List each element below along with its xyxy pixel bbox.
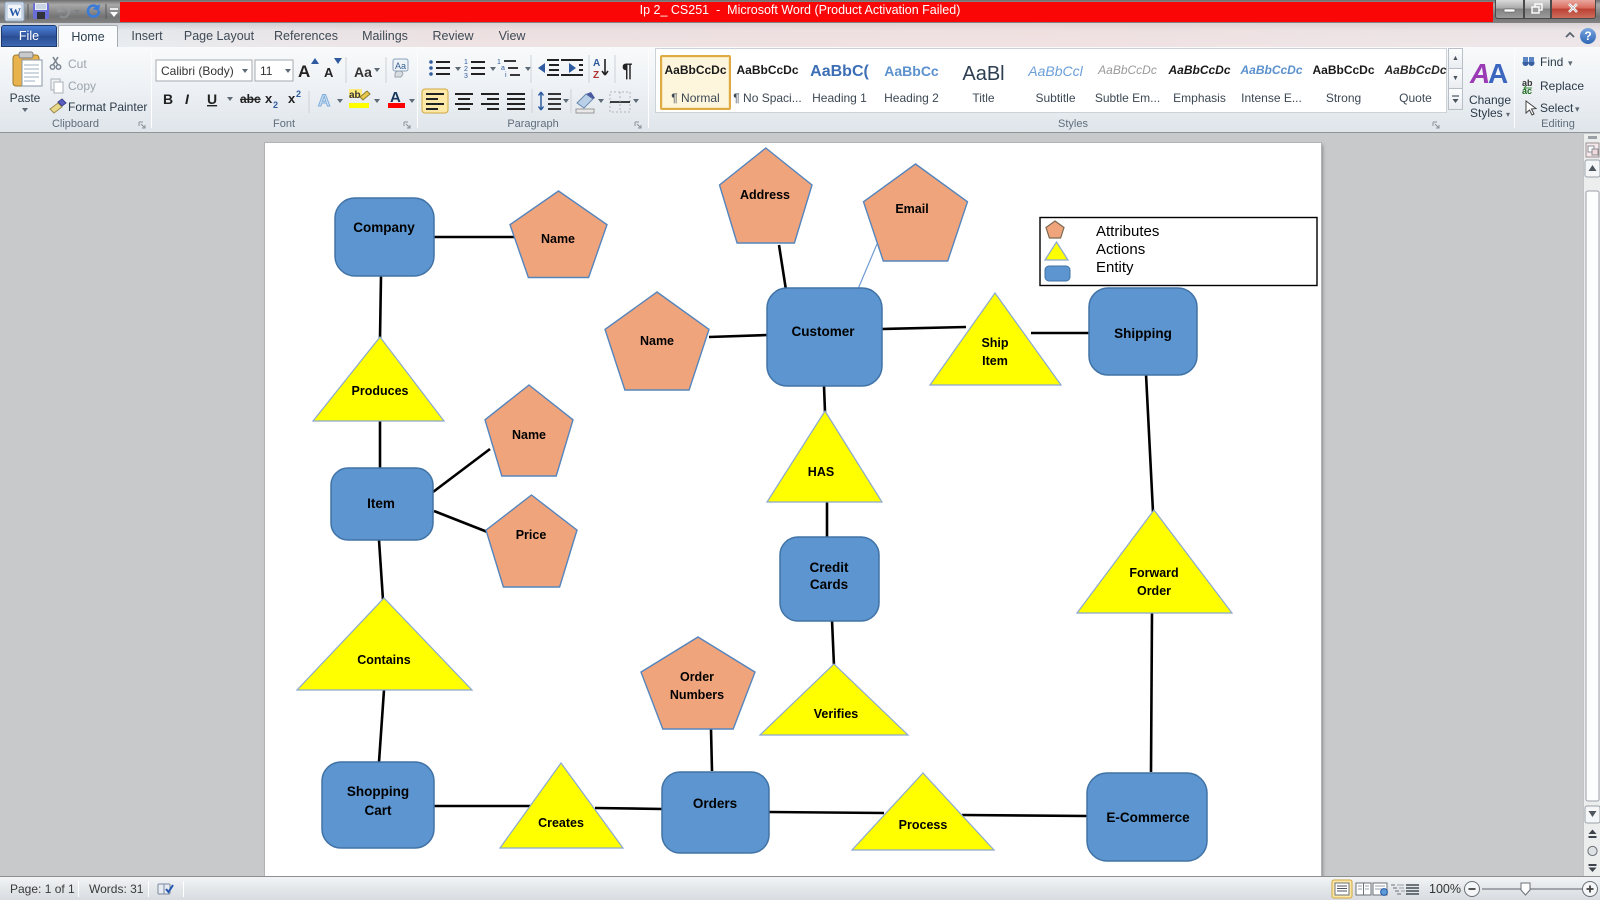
svg-text:E-Commerce: E-Commerce [1106, 810, 1190, 825]
svg-text:Shopping: Shopping [347, 784, 409, 799]
svg-text:A: A [1469, 58, 1490, 89]
svg-text:Item: Item [982, 354, 1008, 368]
svg-text:Email: Email [895, 202, 928, 216]
svg-text:Numbers: Numbers [670, 688, 724, 702]
svg-text:Contains: Contains [357, 653, 411, 667]
svg-text:Forward: Forward [1129, 566, 1178, 580]
svg-text:Attributes: Attributes [1096, 223, 1159, 240]
svg-text:Creates: Creates [538, 816, 584, 830]
svg-text:Shipping: Shipping [1114, 326, 1172, 341]
svg-text:Address: Address [740, 188, 790, 202]
svg-text:Select: Select [1540, 101, 1574, 115]
svg-text:2: 2 [464, 66, 468, 73]
svg-text:Copy: Copy [68, 79, 96, 93]
svg-text:3: 3 [464, 73, 468, 80]
svg-text:1: 1 [464, 59, 468, 66]
svg-text:ac: ac [1522, 86, 1532, 96]
svg-text:Paste: Paste [10, 91, 41, 105]
svg-text:i: i [505, 72, 507, 79]
svg-text:▾: ▾ [1568, 58, 1573, 68]
svg-text:Actions: Actions [1096, 241, 1145, 258]
svg-text:1: 1 [497, 59, 501, 66]
svg-text:Cards: Cards [810, 577, 848, 592]
svg-text:Aa: Aa [354, 64, 372, 80]
svg-text:Cart: Cart [364, 803, 392, 818]
svg-text:Name: Name [541, 232, 575, 246]
svg-text:Replace: Replace [1540, 79, 1584, 93]
svg-text:2: 2 [273, 100, 278, 110]
svg-text:Customer: Customer [791, 324, 855, 339]
svg-text:Produces: Produces [352, 384, 409, 398]
svg-text:Order: Order [1137, 584, 1171, 598]
svg-text:Ship: Ship [981, 336, 1008, 350]
svg-text:Orders: Orders [693, 796, 737, 811]
svg-text:Process: Process [899, 818, 948, 832]
svg-text:Entity: Entity [1096, 259, 1134, 276]
svg-text:x: x [288, 91, 296, 106]
svg-text:Calibri (Body): Calibri (Body) [161, 64, 234, 78]
svg-text:U: U [207, 91, 217, 107]
svg-text:a: a [501, 65, 505, 72]
svg-text:A: A [390, 89, 401, 106]
svg-text:¶: ¶ [622, 61, 633, 82]
svg-text:Z: Z [593, 70, 599, 81]
svg-text:Name: Name [512, 428, 546, 442]
svg-text:ab: ab [349, 90, 361, 101]
svg-text:100%: 100% [1429, 882, 1461, 896]
svg-text:Cut: Cut [68, 57, 87, 71]
svg-text:I: I [185, 91, 190, 107]
svg-text:A: A [1488, 58, 1508, 89]
svg-text:Company: Company [353, 220, 415, 235]
svg-text:ab: ab [1522, 78, 1533, 88]
svg-text:Aa: Aa [395, 61, 406, 71]
svg-text:x: x [265, 91, 273, 106]
svg-text:A: A [324, 65, 334, 80]
svg-text:Format Painter: Format Painter [68, 100, 147, 114]
svg-text:11: 11 [260, 64, 273, 78]
svg-text:Name: Name [640, 334, 674, 348]
svg-text:Order: Order [680, 670, 714, 684]
svg-text:Find: Find [1540, 55, 1563, 69]
svg-text:Item: Item [367, 496, 395, 511]
svg-text:Credit: Credit [809, 560, 849, 575]
svg-text:2: 2 [296, 89, 301, 99]
svg-text:A: A [298, 62, 310, 81]
svg-text:Verifies: Verifies [814, 707, 859, 721]
svg-text:▾: ▾ [1575, 104, 1580, 114]
svg-text:HAS: HAS [808, 465, 834, 479]
svg-text:W: W [9, 5, 21, 19]
svg-text:A: A [318, 91, 330, 110]
svg-text:A: A [593, 58, 600, 69]
svg-text:abc: abc [240, 92, 261, 106]
svg-text:Price: Price [516, 528, 547, 542]
svg-text:B: B [163, 91, 173, 107]
